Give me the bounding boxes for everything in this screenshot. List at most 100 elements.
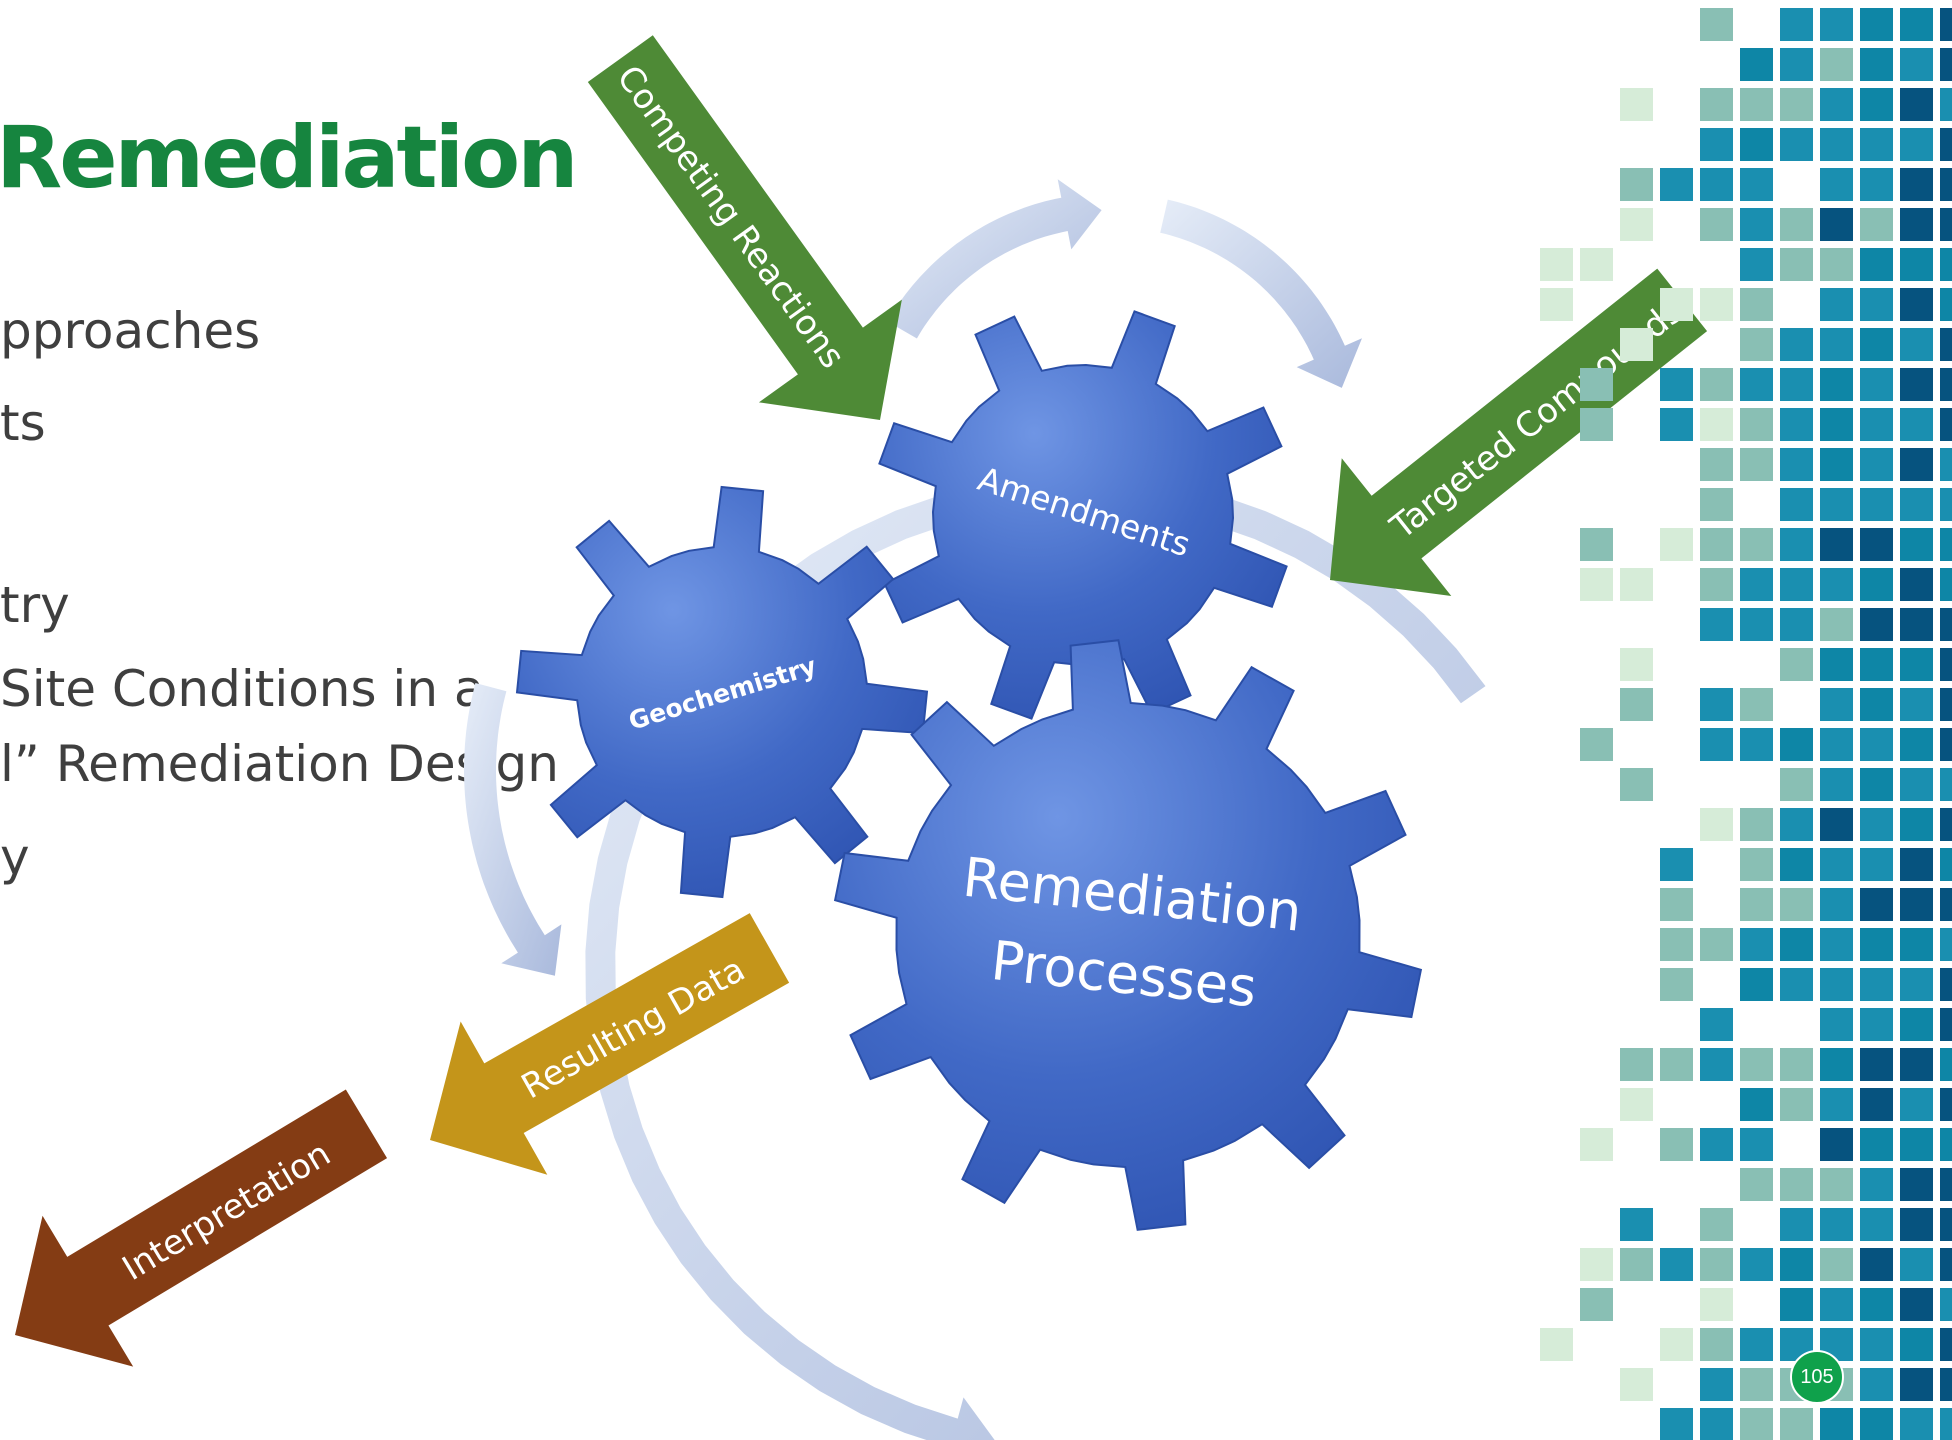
decorative-tile [1900, 448, 1933, 481]
decorative-tile [1860, 8, 1893, 41]
decorative-tile [1740, 728, 1773, 761]
decorative-tile [1620, 1088, 1653, 1121]
decorative-tile [1820, 368, 1853, 401]
decorative-tile [1900, 248, 1933, 281]
decorative-tile [1900, 208, 1933, 241]
decorative-tile [1660, 1048, 1693, 1081]
decorative-tile [1780, 928, 1813, 961]
decorative-tile [1780, 88, 1813, 121]
decorative-tile [1660, 968, 1693, 1001]
page-number-badge: 105 [1790, 1350, 1844, 1404]
decorative-tile [1660, 1408, 1693, 1440]
decorative-tile [1660, 528, 1693, 561]
decorative-tile [1660, 848, 1693, 881]
decorative-tile [1940, 48, 1952, 81]
decorative-tile [1660, 168, 1693, 201]
decorative-tile [1820, 968, 1853, 1001]
decorative-tile [1620, 88, 1653, 121]
decorative-tile [1940, 1288, 1952, 1321]
decorative-tile [1780, 1408, 1813, 1440]
decorative-tile [1820, 608, 1853, 641]
decorative-tile [1860, 808, 1893, 841]
decorative-tile [1900, 608, 1933, 641]
decorative-tile [1620, 1368, 1653, 1401]
decorative-tile [1940, 208, 1952, 241]
decorative-tile [1900, 8, 1933, 41]
decorative-tile [1660, 1328, 1693, 1361]
decorative-tile [1940, 168, 1952, 201]
decorative-tile [1900, 528, 1933, 561]
decorative-tile [1780, 408, 1813, 441]
decorative-tile [1540, 248, 1573, 281]
remediation-processes-gear: Remediation Processes [833, 639, 1423, 1231]
decorative-tile [1900, 768, 1933, 801]
decorative-tile [1940, 448, 1952, 481]
decorative-tile [1820, 488, 1853, 521]
decorative-tile [1580, 368, 1613, 401]
decorative-tile [1900, 968, 1933, 1001]
decorative-tile [1740, 1088, 1773, 1121]
decorative-tile [1620, 1208, 1653, 1241]
decorative-tile [1580, 1248, 1613, 1281]
decorative-tile [1740, 928, 1773, 961]
decorative-tile [1900, 128, 1933, 161]
decorative-tile [1700, 928, 1733, 961]
decorative-tile [1740, 968, 1773, 1001]
cycle-arrow [464, 683, 562, 976]
decorative-tile [1940, 688, 1952, 721]
gear-shape [515, 485, 929, 899]
decorative-tile [1580, 1128, 1613, 1161]
decorative-tile [1740, 288, 1773, 321]
decorative-tile [1900, 288, 1933, 321]
decorative-tile [1580, 408, 1613, 441]
decorative-tile [1860, 728, 1893, 761]
decorative-tile [1700, 1368, 1733, 1401]
decorative-tile [1780, 488, 1813, 521]
decorative-tile [1620, 568, 1653, 601]
decorative-tile [1820, 528, 1853, 561]
decorative-tile [1860, 528, 1893, 561]
decorative-tile [1740, 1328, 1773, 1361]
decorative-tile [1900, 368, 1933, 401]
decorative-tile [1860, 128, 1893, 161]
decorative-tile [1740, 1368, 1773, 1401]
decorative-tile [1860, 1368, 1893, 1401]
decorative-tile [1900, 808, 1933, 841]
bullet-text: try [0, 576, 70, 634]
decorative-tile [1660, 288, 1693, 321]
decorative-tile [1940, 88, 1952, 121]
decorative-tile [1940, 768, 1952, 801]
decorative-tile [1900, 1128, 1933, 1161]
decorative-tile [1900, 1088, 1933, 1121]
cycle-arrow [887, 179, 1102, 339]
decorative-tile [1940, 1048, 1952, 1081]
bullet-text: Site Conditions in a [0, 660, 485, 718]
decorative-tile [1740, 608, 1773, 641]
decorative-tile [1940, 1008, 1952, 1041]
decorative-tile [1860, 1208, 1893, 1241]
decorative-tile [1700, 1048, 1733, 1081]
decorative-tile [1740, 1128, 1773, 1161]
decorative-tile [1900, 488, 1933, 521]
decorative-tile [1700, 448, 1733, 481]
decorative-tile [1940, 888, 1952, 921]
decorative-tile [1860, 1328, 1893, 1361]
decorative-tile [1820, 768, 1853, 801]
decorative-tile [1740, 448, 1773, 481]
decorative-tile [1940, 648, 1952, 681]
decorative-tile [1860, 608, 1893, 641]
decorative-tile [1700, 8, 1733, 41]
decorative-tile [1940, 1408, 1952, 1440]
decorative-tile [1900, 1288, 1933, 1321]
decorative-tile [1740, 128, 1773, 161]
decorative-tile [1820, 1288, 1853, 1321]
decorative-tile [1940, 1248, 1952, 1281]
decorative-tile [1940, 488, 1952, 521]
decorative-tile [1700, 1128, 1733, 1161]
decorative-tile [1780, 208, 1813, 241]
decorative-tile [1700, 288, 1733, 321]
decorative-tile [1860, 208, 1893, 241]
decorative-tile [1900, 688, 1933, 721]
decorative-tile [1860, 248, 1893, 281]
